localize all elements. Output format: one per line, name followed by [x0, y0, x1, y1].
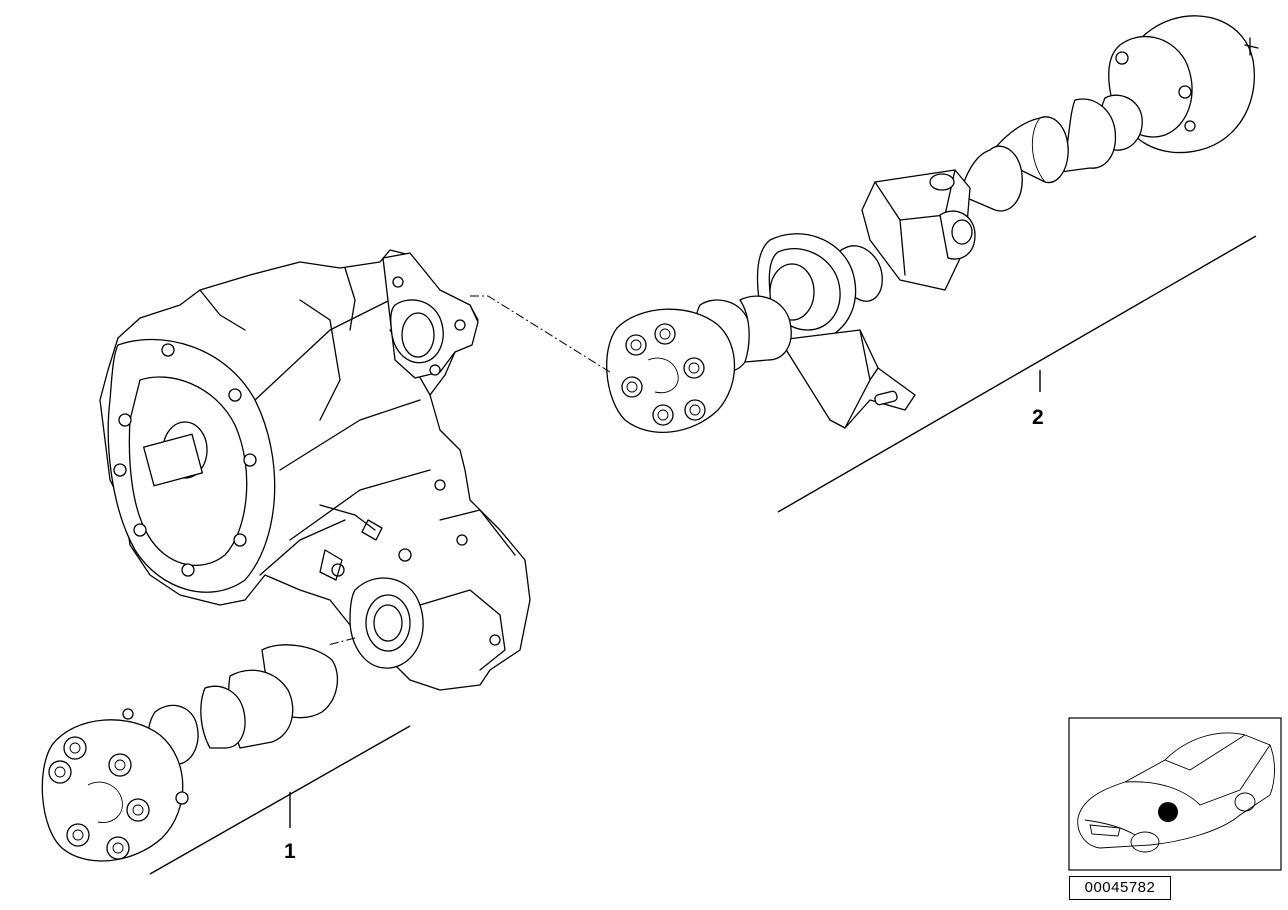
- propeller-shaft-assembly[interactable]: [606, 15, 1259, 433]
- front-drive-shaft-assembly[interactable]: [41, 644, 339, 862]
- transfer-case-housing: [99, 249, 531, 691]
- car-locator-icon: [1068, 717, 1282, 871]
- callout-part-2: 2: [1032, 406, 1044, 429]
- location-marker: [1158, 802, 1178, 822]
- reference-number: 00045782: [1069, 876, 1171, 900]
- callout-part-1: 1: [284, 840, 296, 863]
- leader-lines: [149, 235, 1257, 875]
